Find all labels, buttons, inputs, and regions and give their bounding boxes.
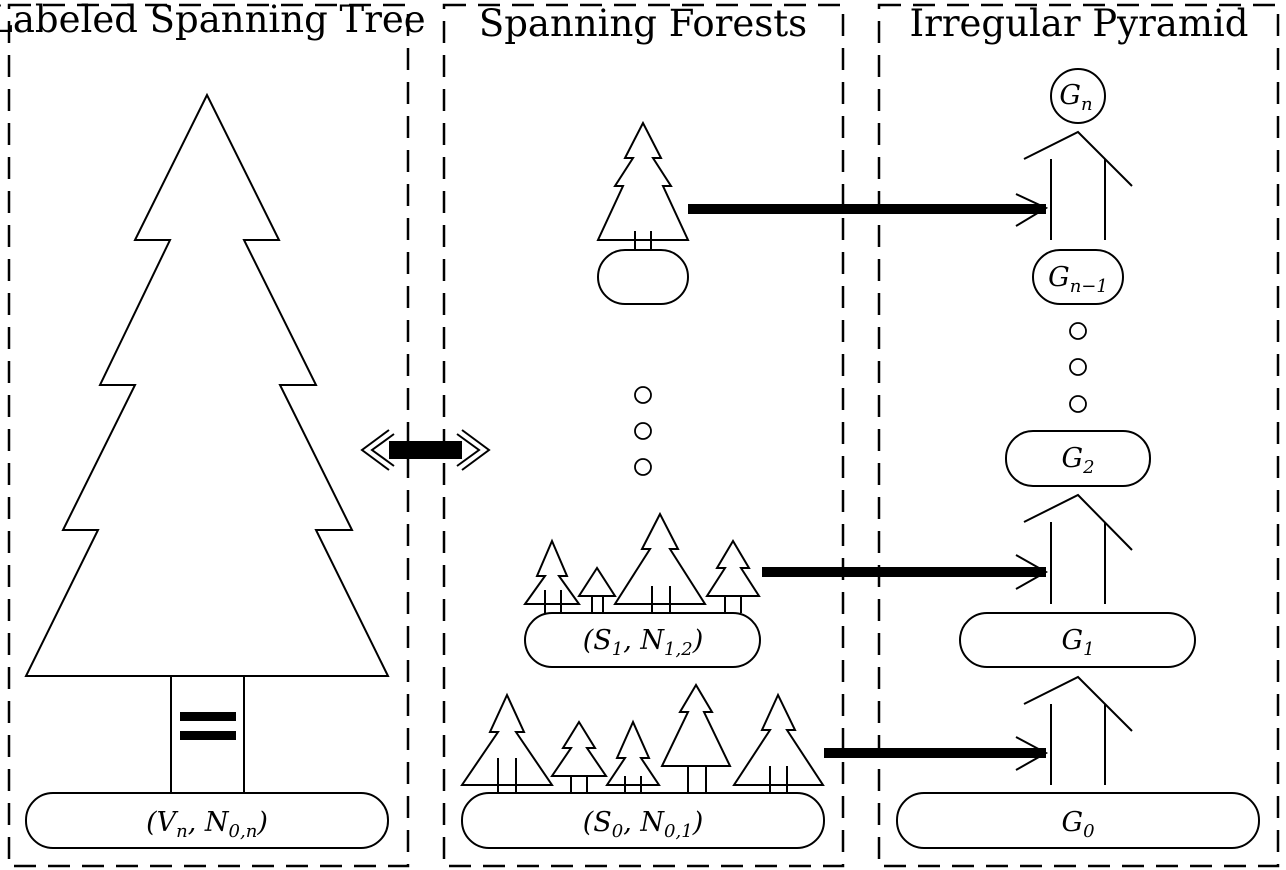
arrow-forest-0-to-pyramid bbox=[824, 736, 1049, 771]
pyramid-level-gn-1: Gn−1 bbox=[1032, 249, 1124, 305]
label-s0-n01: (S0, N0,1) bbox=[583, 807, 703, 842]
small-tree bbox=[550, 720, 608, 793]
ellipsis-dots-pyramid bbox=[1069, 322, 1087, 413]
large-spanning-tree bbox=[24, 92, 390, 793]
pyramid-level-g0: G0 bbox=[896, 792, 1260, 849]
small-tree bbox=[605, 719, 661, 793]
small-tree bbox=[523, 538, 581, 613]
top-forest-label-box bbox=[597, 249, 689, 305]
label-gn-1: Gn−1 bbox=[1048, 262, 1108, 297]
forest-level-top bbox=[596, 120, 690, 250]
small-tree bbox=[596, 120, 690, 250]
label-g2: G2 bbox=[1061, 443, 1094, 478]
small-tree bbox=[660, 683, 732, 793]
arrow-forest-1-to-pyramid bbox=[762, 554, 1049, 590]
reduction-arrow-gn1-gn bbox=[1023, 130, 1133, 240]
label-box-s0-n01: (S0, N0,1) bbox=[461, 792, 825, 849]
reduction-arrow-g1-g2 bbox=[1023, 493, 1133, 604]
arrow-forest-top-to-pyramid bbox=[688, 193, 1049, 227]
label-vn-n0n: (Vn, N0,n) bbox=[146, 807, 268, 842]
label-box-s1-n12: (S1, N1,2) bbox=[524, 612, 761, 668]
reduction-arrow-g0-g1 bbox=[1023, 675, 1133, 785]
ellipsis-dots-forests bbox=[634, 386, 652, 476]
pyramid-level-gn: Gn bbox=[1050, 68, 1106, 124]
forest-level-1 bbox=[523, 511, 761, 613]
panel-title-irregular-pyramid: Irregular Pyramid bbox=[910, 2, 1249, 45]
label-box-vn-n0n: (Vn, N0,n) bbox=[25, 792, 389, 849]
small-tree bbox=[613, 511, 707, 613]
panel-irregular-pyramid bbox=[877, 3, 1280, 868]
equivalence-double-arrow bbox=[360, 429, 491, 471]
panel-spanning-forests bbox=[442, 3, 845, 868]
small-tree bbox=[705, 539, 761, 613]
panel-title-spanning-forests: Spanning Forests bbox=[479, 2, 807, 45]
label-g1: G1 bbox=[1061, 625, 1094, 660]
label-gn: Gn bbox=[1059, 80, 1092, 115]
label-s1-n12: (S1, N1,2) bbox=[583, 625, 703, 660]
small-tree bbox=[460, 692, 554, 793]
forest-level-0 bbox=[460, 683, 825, 793]
small-tree bbox=[577, 566, 617, 613]
panel-labeled-spanning-tree bbox=[7, 3, 410, 868]
small-tree bbox=[732, 692, 825, 793]
panel-title-labeled-spanning-tree: Labeled Spanning Tree bbox=[0, 0, 426, 41]
pyramid-level-g1: G1 bbox=[959, 612, 1196, 668]
pyramid-level-g2: G2 bbox=[1005, 430, 1151, 487]
label-g0: G0 bbox=[1061, 807, 1094, 842]
